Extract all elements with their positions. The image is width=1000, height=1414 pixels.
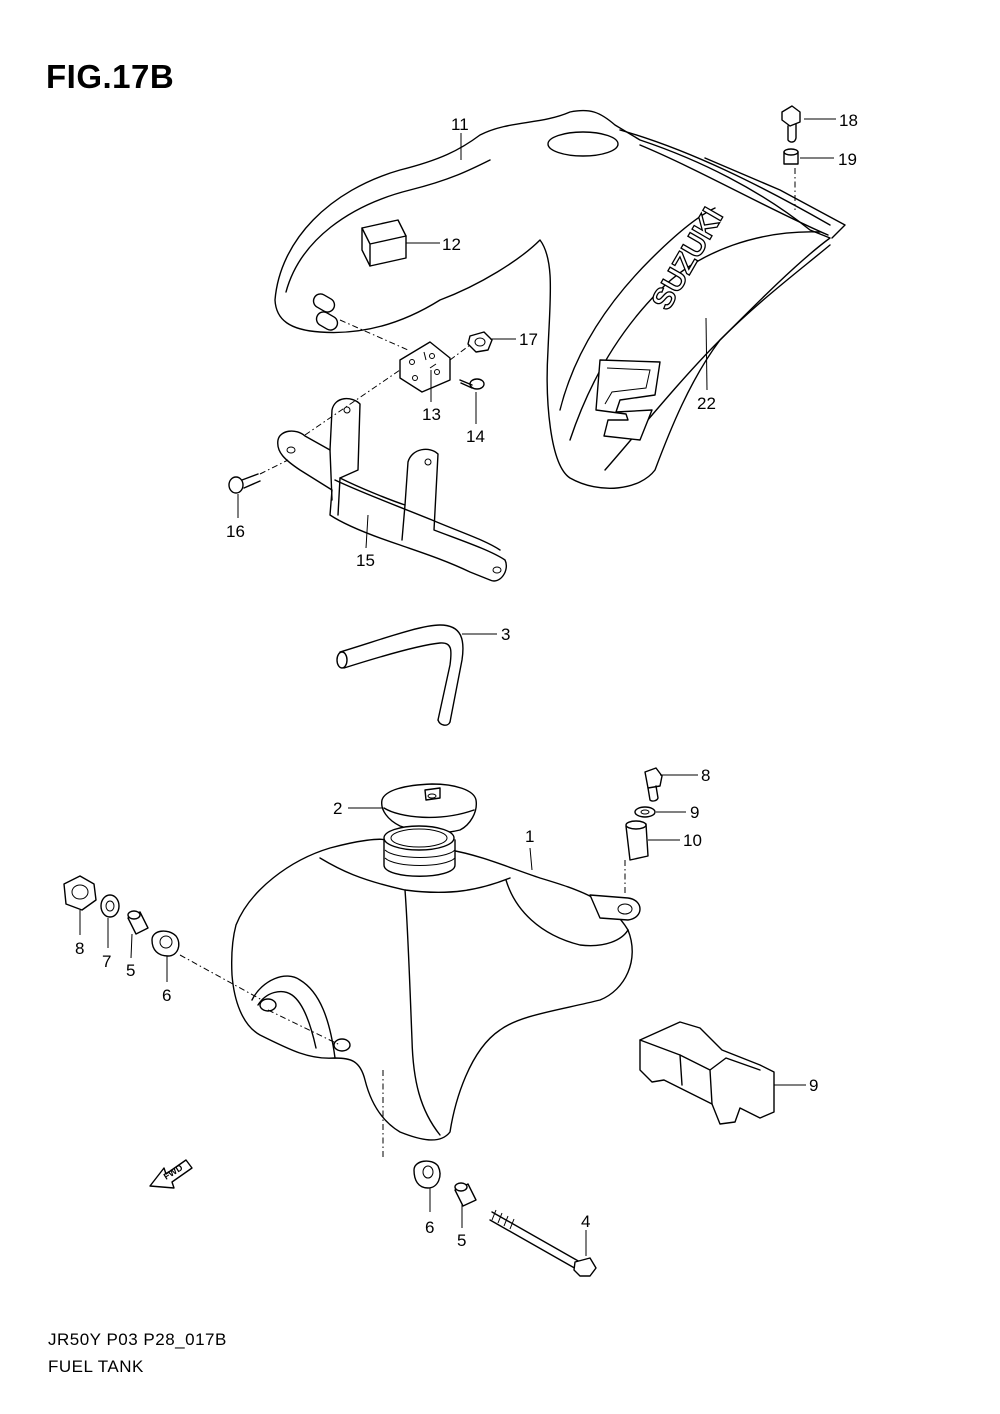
part-11-washer [634,806,656,818]
part-5-collar [127,910,149,935]
callout-3: 3 [501,625,510,644]
part-2-fuel-cap [381,783,477,834]
callout-9: 9 [809,1076,818,1095]
callout-numbers: 11 12 13 14 17 18 19 22 15 16 3 2 8 9 10… [75,111,858,1250]
callout-22: 22 [697,394,716,413]
part-10-bolt [644,767,663,802]
model-code: JR50Y P03 P28_017B [48,1330,227,1349]
part-13-tank-cover [274,109,846,489]
part-5-lower-collar [454,1182,477,1207]
callout-14: 12 [442,235,461,254]
callout-8: 8 [75,939,84,958]
part-1-fuel-tank [230,825,641,1141]
fwd-direction-arrow: FWD [149,1159,193,1189]
callout-11: 9 [690,803,699,822]
part-4-long-bolt [489,1209,597,1277]
callout-5-lower: 5 [457,1231,466,1250]
callout-1: 1 [525,827,534,846]
part-8-nut [63,875,97,911]
figure-title: FIG.17B [46,58,175,95]
part-18-bolt [228,473,261,494]
figure-name: FUEL TANK [48,1357,144,1376]
callout-2: 2 [333,799,342,818]
part-21-collar [783,148,799,165]
callout-18: 16 [226,522,245,541]
callout-6: 6 [162,986,171,1005]
small-spacers [312,293,339,331]
callout-15: 13 [422,405,441,424]
callout-10: 8 [701,766,710,785]
callout-4: 4 [581,1212,590,1231]
part-12-collar [625,820,649,861]
part-9-tank-cushion [639,1021,775,1125]
callout-5: 5 [126,961,135,980]
callout-17: 15 [356,551,375,570]
callout-19: 17 [519,330,538,349]
part-7-washer [100,894,120,918]
part-17-frame-bracket [277,397,507,582]
callout-16: 14 [466,427,485,446]
part-19-nut [467,331,493,353]
part-3-breather-hose [336,624,464,726]
part-16-screw [459,378,485,390]
callout-13: 11 [451,115,469,134]
part-20-bolt [781,105,801,143]
part-6-grommet [151,930,180,957]
callout-12: 10 [683,831,702,850]
part-6-lower-grommet [413,1160,441,1189]
callout-20: 18 [839,111,858,130]
callout-21: 19 [838,150,857,169]
part-15-bracket-plate [399,341,451,393]
callout-6-lower: 6 [425,1218,434,1237]
suzuki-s-logo [595,359,661,441]
part-14-foam-block [361,219,407,267]
callout-7: 7 [102,952,111,971]
callout-leaders [79,118,836,1256]
